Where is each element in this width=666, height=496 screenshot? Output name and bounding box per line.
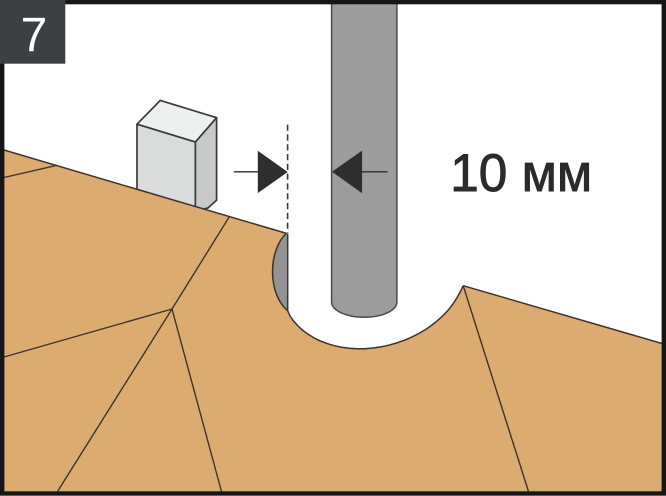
svg-text:7: 7 xyxy=(21,9,48,62)
svg-text:10 мм: 10 мм xyxy=(450,144,592,203)
